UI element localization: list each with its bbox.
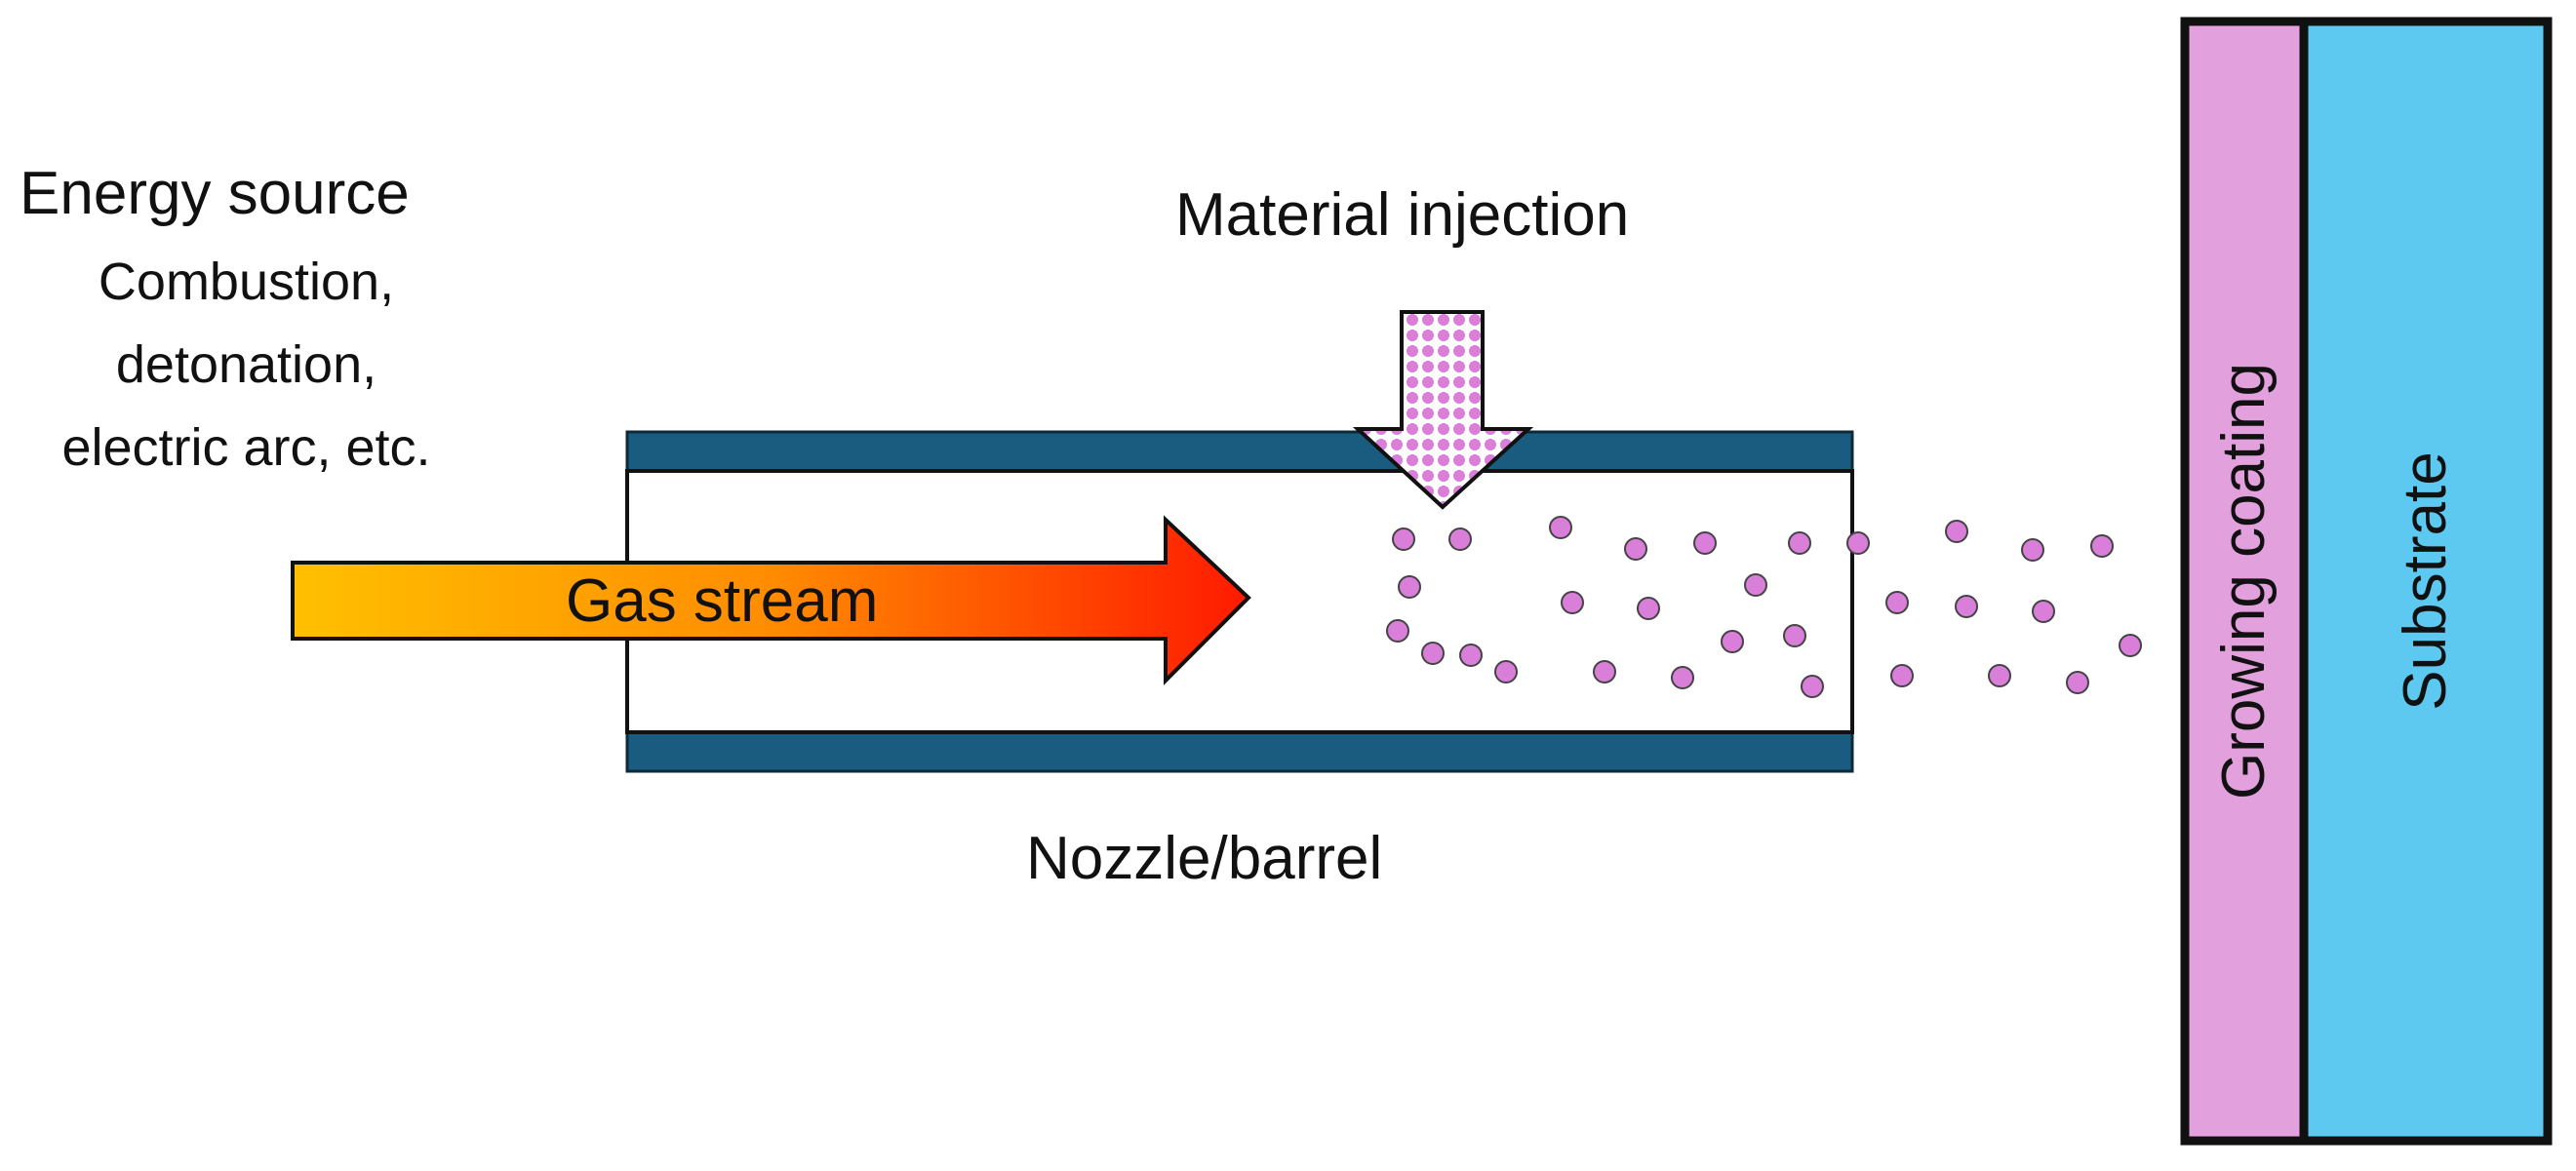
particle xyxy=(2021,538,2044,562)
particle xyxy=(1988,664,2011,687)
particle xyxy=(1945,520,1968,543)
growing-coating-layer xyxy=(2180,17,2309,1146)
substrate-layer xyxy=(2299,17,2553,1146)
particle xyxy=(1955,595,1978,618)
particle xyxy=(1459,644,1483,667)
particle xyxy=(1783,624,1806,647)
particle-stream xyxy=(1386,516,2142,698)
nozzle-barrel-label: Nozzle/barrel xyxy=(1026,825,1383,892)
particle xyxy=(1846,531,1870,555)
particle xyxy=(1693,531,1717,555)
particle xyxy=(2066,671,2089,694)
barrel-bottom-wall xyxy=(625,730,1854,773)
gas-stream-label: Gas stream xyxy=(566,567,878,635)
particle xyxy=(1494,660,1518,683)
energy-source-line-1: Combustion, xyxy=(98,253,395,311)
particle xyxy=(1788,531,1811,555)
material-injection-arrow xyxy=(1352,310,1534,510)
particle xyxy=(1561,591,1584,614)
particle xyxy=(1392,527,1415,551)
particle xyxy=(1386,619,1409,643)
particle xyxy=(1637,597,1660,620)
particle xyxy=(1398,575,1421,599)
particle xyxy=(1885,591,1909,614)
particle xyxy=(2032,600,2055,623)
energy-source-line-2: detonation, xyxy=(115,335,377,394)
particle xyxy=(1801,675,1824,698)
particle xyxy=(2090,534,2114,558)
particle xyxy=(1421,642,1445,665)
particle xyxy=(1593,660,1616,683)
particle xyxy=(2119,634,2142,657)
gas-stream-arrow xyxy=(291,515,1251,685)
particle xyxy=(1448,527,1472,551)
particle xyxy=(1744,573,1767,597)
energy-source-line-3: electric arc, etc. xyxy=(61,418,431,477)
particle xyxy=(1671,666,1694,689)
particle xyxy=(1721,630,1744,653)
growing-coating-label: Growing coating xyxy=(2210,363,2278,800)
particle xyxy=(1549,516,1572,539)
energy-source-title: Energy source xyxy=(20,160,410,227)
substrate-label: Substrate xyxy=(2392,451,2459,710)
particle xyxy=(1890,664,1914,687)
material-injection-label: Material injection xyxy=(1175,181,1630,249)
barrel-top-wall xyxy=(625,430,1854,473)
particle xyxy=(1624,537,1647,561)
